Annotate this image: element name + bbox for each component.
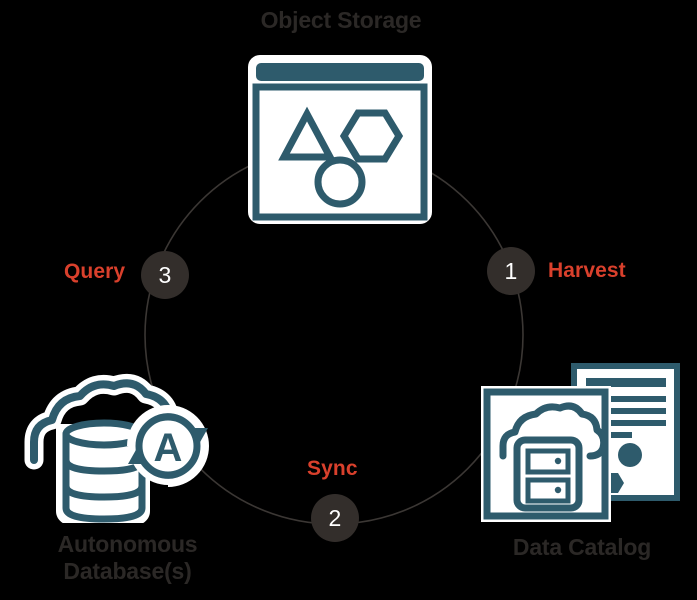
node-title-data-catalog: Data Catalog [512, 534, 652, 560]
step-label-sync: Sync [307, 457, 358, 480]
object-storage-icon [245, 52, 435, 227]
step-badge-1[interactable]: 1 [487, 247, 535, 295]
step-label-query: Query [64, 260, 126, 283]
step-badge-3[interactable]: 3 [141, 251, 189, 299]
autonomous-label-line2: Database(s) [63, 558, 192, 585]
autonomous-database-icon: A [22, 368, 237, 523]
step-badge-2[interactable]: 2 [311, 494, 359, 542]
node-title-object-storage: Object Storage [260, 7, 422, 33]
autonomous-label-line1: Autonomous [57, 531, 198, 557]
svg-text:A: A [154, 426, 183, 470]
data-catalog-icon [478, 360, 683, 525]
step-label-harvest: Harvest [548, 259, 626, 282]
node-title-autonomous-database: Autonomous Database(s) [30, 531, 225, 585]
